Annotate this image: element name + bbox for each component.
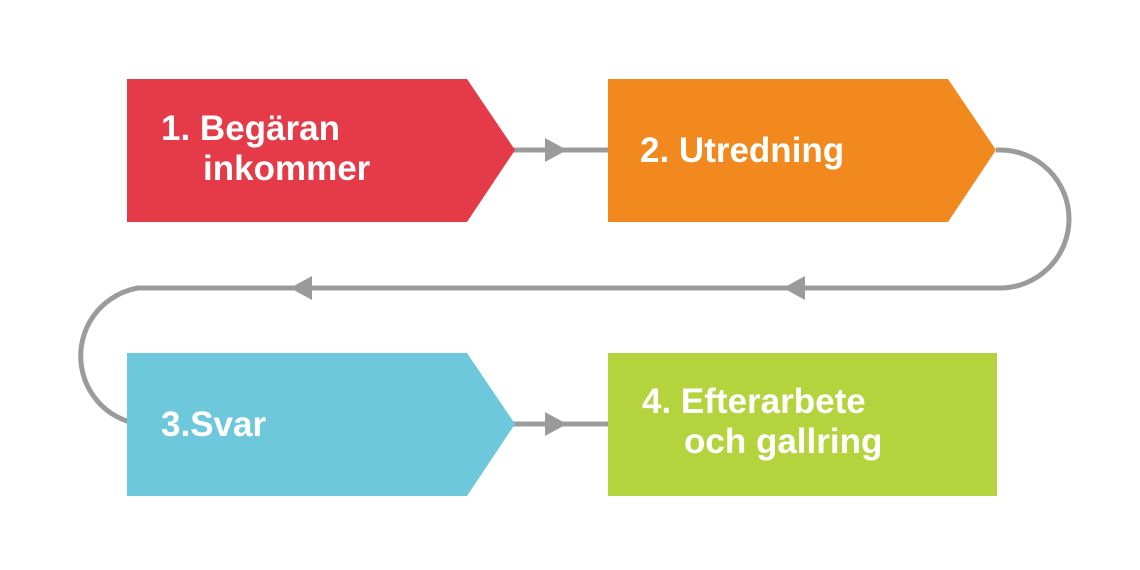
connector-2-to-3-loop [78, 147, 1072, 427]
step-1-label-line-2: inkommer [203, 149, 371, 188]
step-3-label: 3.Svar [161, 405, 266, 445]
step-3-shape [127, 353, 515, 496]
arrowhead-return-right [783, 276, 805, 300]
step-4-shape [608, 353, 997, 496]
step-4-label-line-2: och gallring [684, 422, 883, 461]
step-2-shape [608, 79, 996, 222]
step-1-label: 1. Begäran inkommer [161, 109, 370, 189]
step-2-label: 2. Utredning [640, 131, 844, 171]
arrowhead-3-to-4 [545, 412, 567, 436]
step-3-label-line-1: 3.Svar [161, 405, 267, 444]
step-1-shape [127, 79, 515, 222]
arrowhead-return-left [290, 276, 312, 300]
step-4-label: 4. Efterarbete och gallring [642, 382, 882, 462]
step-2-label-line-1: 2. Utredning [640, 131, 845, 170]
step-4-label-line-1: 4. Efterarbete [642, 382, 866, 421]
step-1-label-line-1: 1. Begäran [161, 109, 340, 148]
arrowhead-1-to-2 [545, 138, 567, 162]
